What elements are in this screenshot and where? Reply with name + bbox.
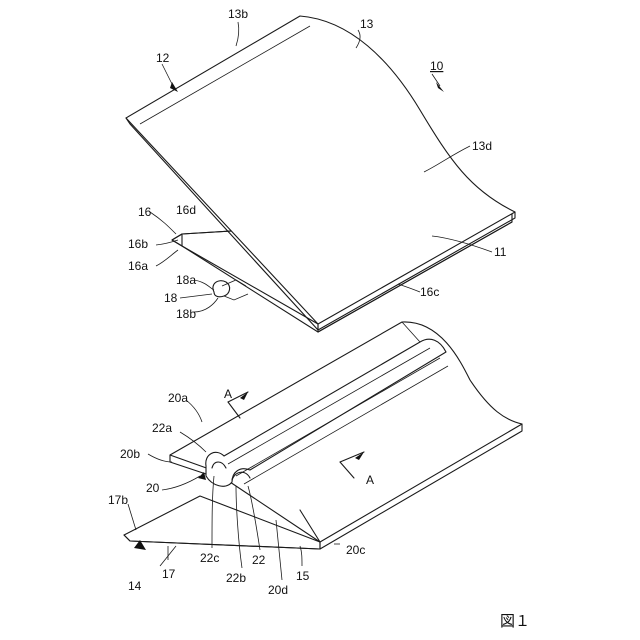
label-18b: 18b (176, 307, 196, 321)
label-15: 15 (296, 569, 310, 583)
label-16: 16 (138, 205, 152, 219)
arrowhead-10 (436, 82, 444, 92)
lower-member (124, 322, 522, 549)
label-20a: 20a (168, 391, 188, 405)
label-16a: 16a (128, 259, 148, 273)
label-13b: 13b (228, 7, 248, 21)
label-14: 14 (128, 579, 142, 593)
label-20: 20 (146, 481, 160, 495)
label-18a: 18a (176, 273, 196, 287)
label-16c: 16c (420, 285, 439, 299)
label-18: 18 (164, 291, 178, 305)
label-22: 22 (252, 553, 266, 567)
label-22c: 22c (200, 551, 219, 565)
label-17b: 17b (108, 493, 128, 507)
label-20b: 20b (120, 447, 140, 461)
label-16d: 16d (176, 203, 196, 217)
label-16b: 16b (128, 237, 148, 251)
label-12: 12 (156, 51, 170, 65)
label-17: 17 (162, 567, 176, 581)
label-a-upper: A (224, 387, 232, 401)
label-13: 13 (360, 17, 374, 31)
label-22a: 22a (152, 421, 172, 435)
label-13d: 13d (472, 139, 492, 153)
figure-caption: 図１ (500, 612, 530, 630)
label-20c: 20c (346, 543, 365, 557)
label-20d: 20d (268, 583, 288, 597)
label-10: 10 (430, 59, 444, 73)
label-22b: 22b (226, 571, 246, 585)
clip-18 (213, 281, 230, 297)
label-a-lower: A (366, 473, 374, 487)
label-11: 11 (494, 245, 507, 259)
